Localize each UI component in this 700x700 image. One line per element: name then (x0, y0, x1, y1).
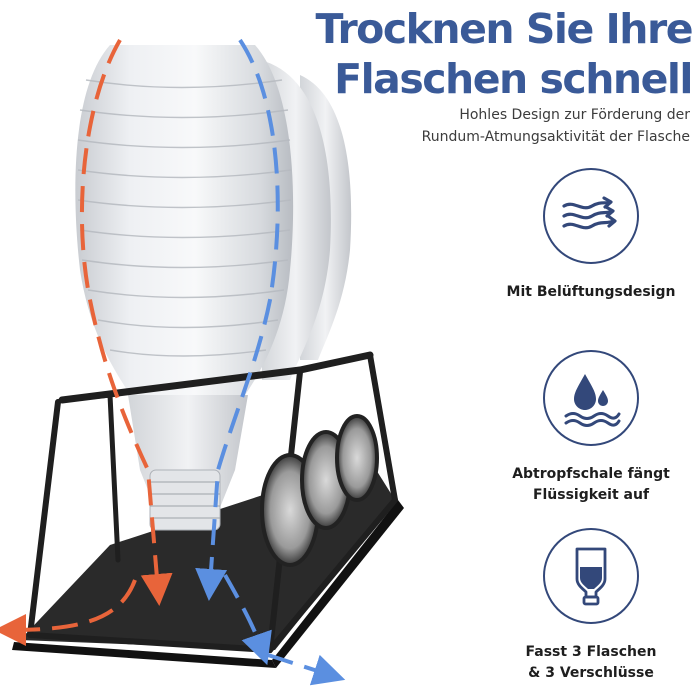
feature-capacity-label-line-1: Fasst 3 Flaschen (525, 644, 657, 660)
airflow-icon (543, 168, 639, 264)
feature-ventilation: Mit Belüftungsdesign (486, 168, 696, 303)
bottle-icon (543, 528, 639, 624)
subheadline-line-1: Hohles Design zur Förderung der (459, 107, 690, 123)
feature-drip-tray-label-line-2: Flüssigkeit auf (532, 487, 650, 503)
bottle-caps (260, 414, 379, 567)
airflow-arrows-orange (0, 38, 173, 646)
feature-capacity: Fasst 3 Flaschen & 3 Verschlüsse (486, 528, 696, 684)
subheadline: Hohles Design zur Förderung der Rundum-A… (350, 104, 690, 148)
feature-ventilation-label-line-1: Mit Belüftungsdesign (506, 284, 676, 300)
main-bottle (75, 45, 294, 531)
subheadline-line-2: Rundum-Atmungsaktivität der Flasche (421, 129, 690, 145)
headline-line-2: Flaschen schnell (334, 55, 693, 103)
feature-drip-tray: Abtropfschale fängt Flüssigkeit auf (486, 350, 696, 506)
product-photo (0, 38, 404, 686)
feature-drip-tray-label: Abtropfschale fängt Flüssigkeit auf (486, 464, 696, 506)
headline-line-1: Trocknen Sie Ihre (315, 5, 693, 53)
airflow-arrows-blue (195, 38, 346, 686)
water-drops-icon (543, 350, 639, 446)
feature-ventilation-label: Mit Belüftungsdesign (486, 282, 696, 303)
feature-drip-tray-label-line-1: Abtropfschale fängt (512, 466, 670, 482)
feature-capacity-label-line-2: & 3 Verschlüsse (528, 665, 654, 681)
feature-capacity-label: Fasst 3 Flaschen & 3 Verschlüsse (486, 642, 696, 684)
headline: Trocknen Sie Ihre Flaschen schnell (272, 4, 693, 104)
